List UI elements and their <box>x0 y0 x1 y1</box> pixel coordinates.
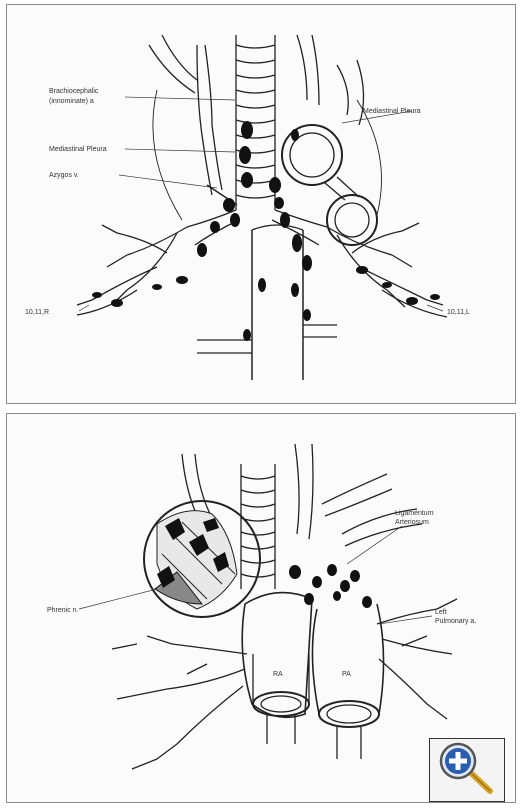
label-vessel-left: PA <box>342 671 351 678</box>
label-nodes-left: 10,11,L <box>447 309 470 316</box>
label-mediastinal-pleura-left: Mediastinal Pleura <box>363 108 421 115</box>
label-innominate: (innominate) a <box>49 98 94 105</box>
label-azygos: Azygos v. <box>49 172 79 179</box>
mediastinal-lymph-nodes-illustration: Brachiocephalic (innominate) a Mediastin… <box>7 5 514 402</box>
zoom-in-button[interactable] <box>429 738 505 802</box>
label-vessel-right: RA <box>273 671 283 678</box>
label-mediastinal-pleura-right: Mediastinal Pleura <box>49 146 107 153</box>
label-arteriosum: Arteriosum <box>395 519 429 526</box>
label-brachiocephalic: Brachiocephalic <box>49 88 99 95</box>
label-left: Left <box>435 609 447 616</box>
label-nodes-right: 10,11,R <box>25 309 49 316</box>
top-anatomy-panel: Brachiocephalic (innominate) a Mediastin… <box>6 4 516 404</box>
zoom-in-magnifier-icon <box>430 739 503 800</box>
label-ligamentum: Ligamentum <box>395 510 434 517</box>
label-pulmonary: Pulmonary a. <box>435 618 476 625</box>
label-phrenic: Phrenic n. <box>47 607 79 614</box>
